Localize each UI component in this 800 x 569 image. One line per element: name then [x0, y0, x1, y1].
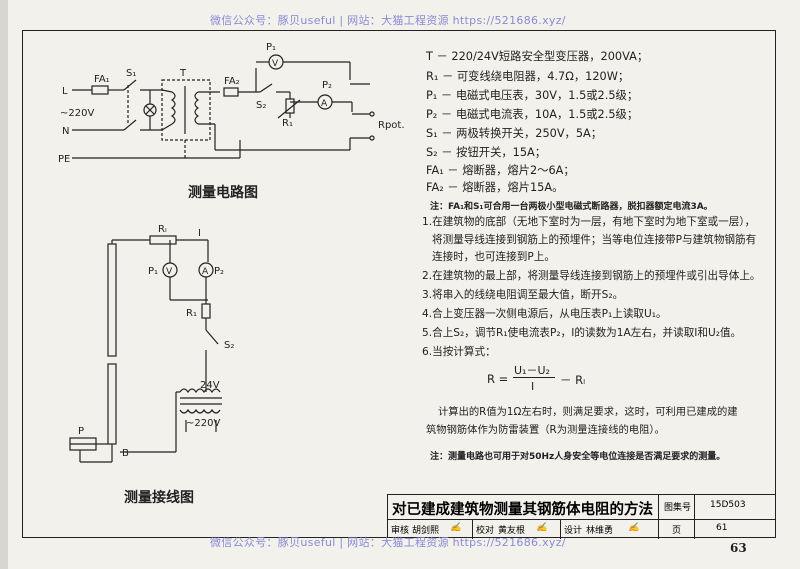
drawing-title: 对已建成建筑物测量其钢筋体电阻的方法: [392, 502, 653, 518]
label-S1: S₁: [126, 68, 136, 79]
label-N: N: [62, 126, 69, 137]
wiring-label-I: I: [198, 228, 201, 239]
label-P1: P₁: [266, 42, 276, 53]
book-page-number: 63: [730, 541, 747, 555]
designer-signature: ✍: [628, 523, 640, 533]
label-L: L: [62, 86, 68, 97]
check-label: 校对: [476, 526, 495, 536]
wiring-label-24v: 24V: [200, 380, 220, 391]
wiring-label-A: A: [202, 267, 209, 277]
spec-line: S₁ － 两极转换开关，250V，5A；: [426, 127, 603, 140]
result-line: 计算出的R值为1Ω左右时，则满足要求，这时，可利用已建成的建: [438, 406, 738, 418]
formula-denominator: I: [531, 380, 535, 393]
page-label: 页: [672, 526, 682, 536]
step-line: 3.将串入的线绕电阻调至最大值，断开S₂。: [422, 289, 624, 301]
step-line: 1.在建筑物的底部（无地下室时为一层，有地下室时为地下室或一层），: [422, 216, 756, 228]
label-T: T: [179, 68, 187, 79]
step-line: 6.当按计算式：: [422, 346, 496, 358]
atlas-label: 图集号: [664, 503, 692, 513]
wiring-label-P2: P₂: [214, 266, 224, 277]
formula-tail: － Rₗ: [560, 373, 586, 387]
drawing-frame: [22, 30, 776, 538]
spec-note: 注：FA₁和S₁可合用一台两极小型电磁式断路器，脱扣器额定电流3A。: [430, 202, 713, 212]
step-line: 连接时，也可连接到P上。: [432, 251, 555, 263]
step-line: 4.合上变压器一次侧电源后，从电压表P₁上读取U₁。: [422, 308, 667, 320]
label-PE: PE: [58, 154, 70, 165]
step-line: 2.在建筑物的最上部，将测量导线连接到钢筋上的预埋件或引出导体上。: [422, 270, 761, 282]
checker-signature: ✍: [536, 523, 548, 533]
bottom-note: 注：测量电路也可用于对50Hz人身安全等电位连接是否满足要求的测量。: [430, 452, 726, 462]
reviewer-name: 胡剑熙: [412, 526, 440, 536]
label-S2: S₂: [256, 100, 266, 111]
label-A: A: [321, 99, 328, 109]
wiring-label-R1: R₁: [186, 308, 197, 319]
label-220v: ~220V: [60, 108, 94, 119]
wiring-label-V: V: [166, 267, 173, 277]
spec-line: T － 220/24V短路安全型变压器，200VA；: [426, 50, 649, 63]
label-P2: P₂: [322, 80, 332, 91]
page-number: 61: [716, 523, 728, 533]
formula-numerator: U₁－U₂: [514, 364, 550, 377]
spec-line: S₂ － 按钮开关，15A；: [426, 146, 547, 159]
watermark-bottom: 微信公众号：豚贝useful | 网站：大猫工程资源 https://52168…: [210, 536, 566, 549]
watermark-top: 微信公众号：豚贝useful | 网站：大猫工程资源 https://52168…: [210, 14, 566, 27]
wiring-diagram-caption: 测量接线图: [124, 490, 194, 506]
wiring-label-P: P: [78, 426, 84, 437]
design-label: 设计: [564, 526, 583, 536]
label-R1: R₁: [282, 118, 293, 129]
step-line: 5.合上S₂，调节R₁使电流表P₂，I的读数为1A左右，并读取I和U₂值。: [422, 327, 742, 339]
formula-fraction-bar: [513, 377, 555, 378]
atlas-number: 15D503: [710, 500, 746, 510]
spec-line: FA₁ － 熔断器，熔片2～6A；: [426, 164, 575, 177]
wiring-label-S2: S₂: [224, 340, 234, 351]
wiring-label-220v: ~220V: [186, 418, 220, 429]
wiring-label-P1: P₁: [148, 266, 158, 277]
designer-name: 林维勇: [586, 526, 614, 536]
circuit-diagram-caption: 测量电路图: [188, 185, 258, 201]
binding-edge: [0, 0, 8, 569]
review-label: 审核: [391, 526, 410, 536]
reviewer-signature: ✍: [450, 523, 462, 533]
label-FA1: FA₁: [94, 74, 110, 85]
spec-line: FA₂ － 熔断器，熔片15A。: [426, 181, 564, 194]
spec-line: P₁ － 电磁式电压表，30V，1.5或2.5级；: [426, 89, 639, 102]
label-FA2: FA₂: [224, 76, 240, 87]
step-line: 将测量导线连接到钢筋上的预埋件；当等电位连接带P与建筑物钢筋有: [432, 234, 757, 246]
wiring-label-B: B: [122, 448, 129, 459]
title-block: 对已建成建筑物测量其钢筋体电阻的方法 图集号 15D503 审核 胡剑熙 ✍ 校…: [387, 494, 776, 539]
wiring-label-Rl: Rₗ: [158, 224, 167, 235]
spec-line: P₂ － 电磁式电流表，10A，1.5或2.5级；: [426, 108, 639, 121]
result-line: 筑物钢筋体作为防雷装置（R为测量连接线的电阻）。: [426, 424, 665, 436]
label-V: V: [272, 59, 279, 69]
label-Rpot: Rpot.: [378, 120, 405, 131]
spec-line: R₁ － 可变线绕电阻器，4.7Ω，120W；: [426, 70, 630, 83]
checker-name: 黄友根: [498, 526, 526, 536]
formula-lhs: R =: [487, 372, 509, 386]
